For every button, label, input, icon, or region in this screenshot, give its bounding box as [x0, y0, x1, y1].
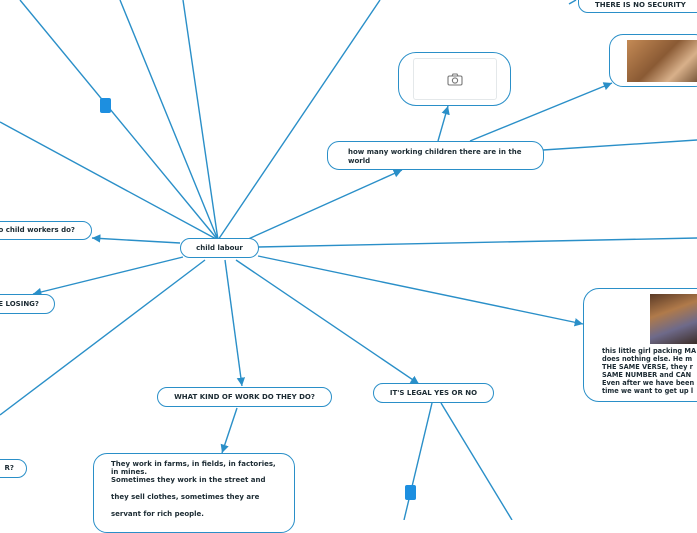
girl-packing-photo	[650, 294, 697, 344]
child-worker-photo	[627, 40, 697, 82]
girl-packing-text: this little girl packing MA does nothing…	[602, 347, 697, 395]
image-placeholder-node[interactable]	[398, 52, 511, 106]
drag-handle-icon[interactable]	[100, 98, 111, 113]
central-topic-node[interactable]: child labour	[180, 238, 259, 258]
photo-node[interactable]	[609, 34, 697, 87]
what-kind-node[interactable]: WHAT KIND OF WORK DO THEY DO?	[157, 387, 332, 407]
connector-lines	[0, 0, 697, 520]
image-placeholder	[412, 58, 497, 100]
drag-handle-icon[interactable]	[405, 485, 416, 500]
how-many-node[interactable]: how many working children there are in t…	[327, 141, 544, 170]
girl-packing-node[interactable]: this little girl packing MA does nothing…	[583, 288, 697, 402]
camera-icon	[446, 72, 463, 86]
work-description-node[interactable]: They work in farms, in fields, in factor…	[93, 453, 295, 533]
bottom-left-node[interactable]: R?	[0, 459, 27, 478]
losing-node[interactable]: E LOSING?	[0, 294, 55, 314]
security-node[interactable]: THERE IS NO SECURITY	[578, 0, 697, 13]
legal-node[interactable]: IT'S LEGAL YES OR NO	[373, 383, 494, 403]
work-description-text: They work in farms, in fields, in factor…	[111, 460, 276, 518]
what-do-node[interactable]: o child workers do?	[0, 221, 92, 240]
